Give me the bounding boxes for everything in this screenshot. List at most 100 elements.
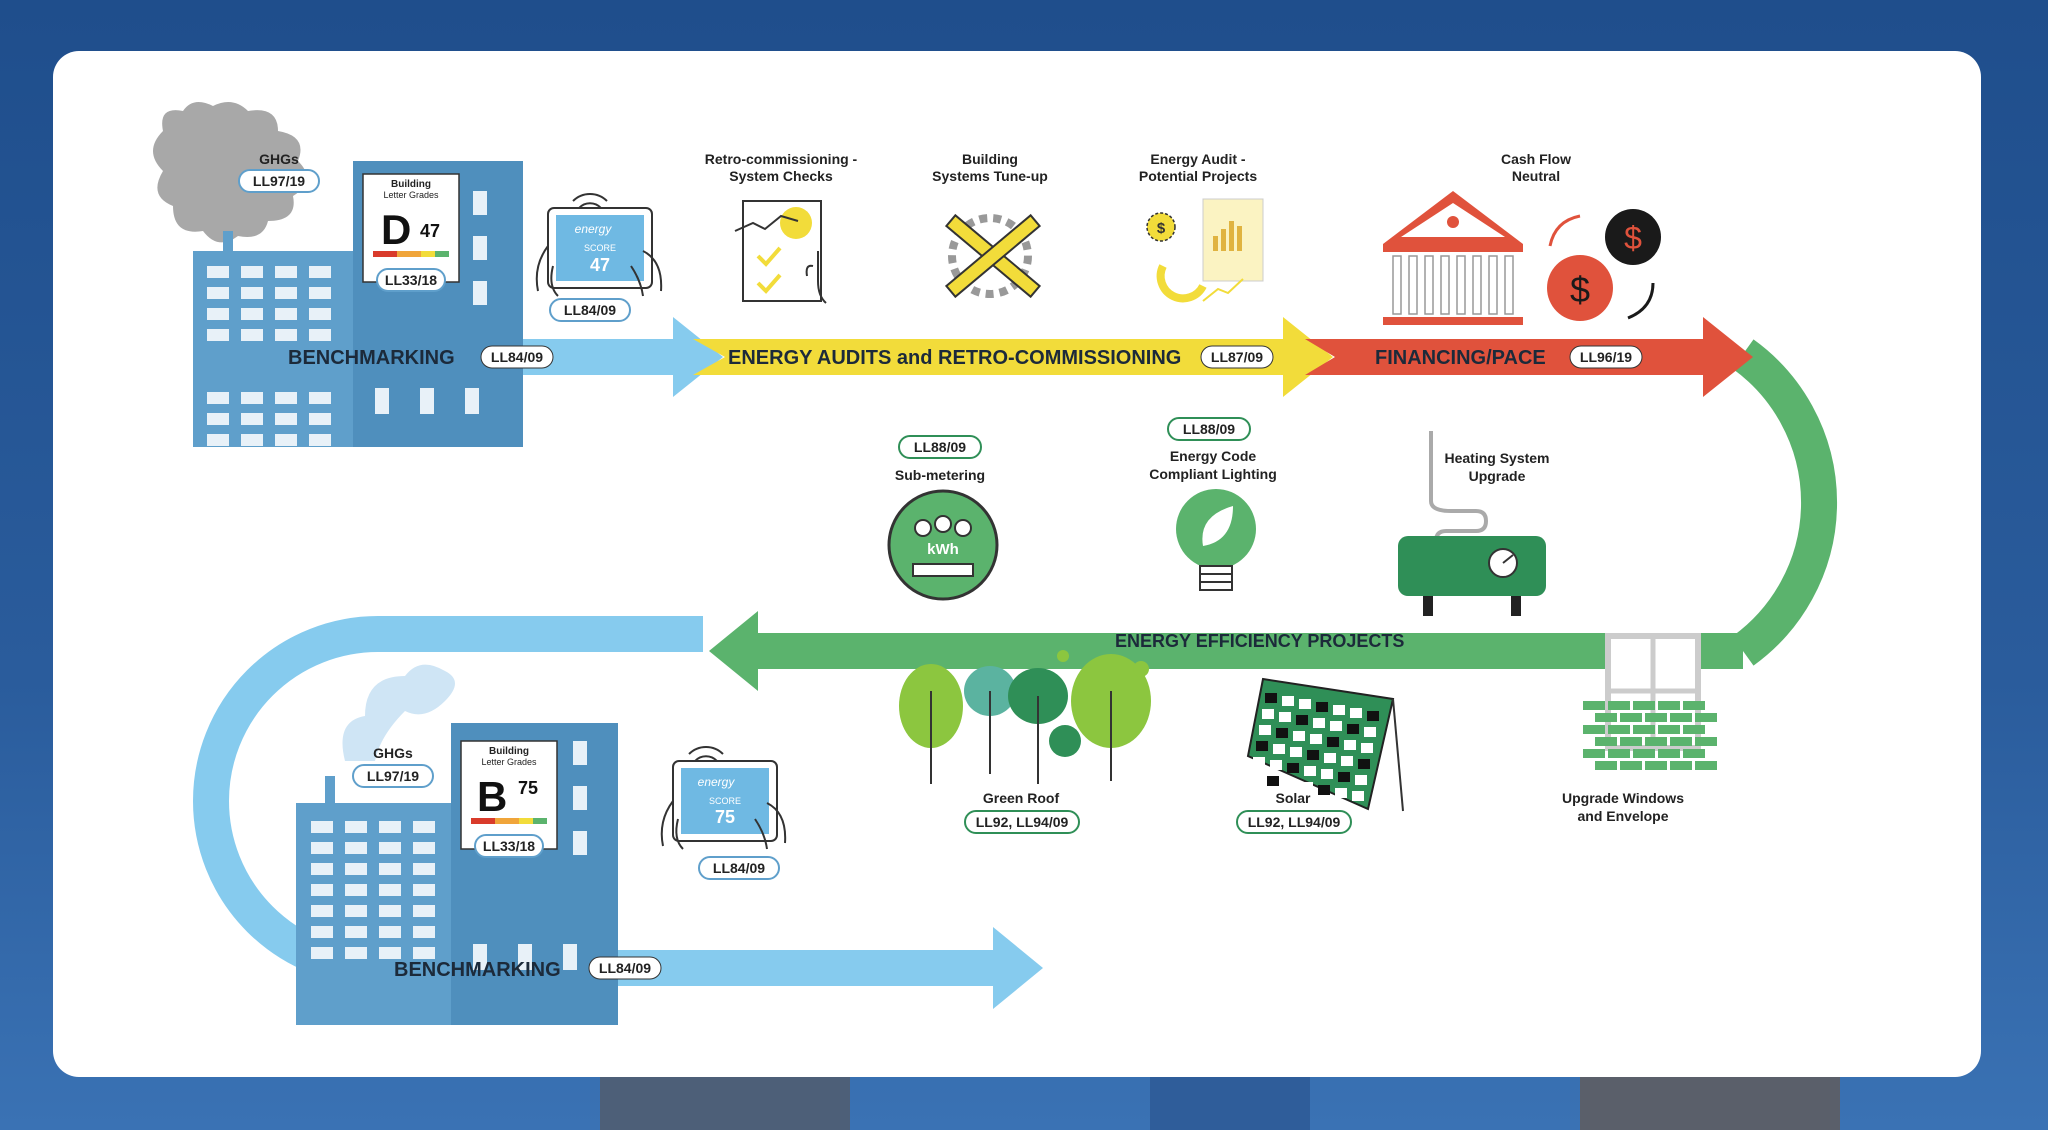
window (241, 329, 263, 341)
window (207, 413, 229, 425)
solar-cell (1330, 721, 1342, 731)
brick (1695, 761, 1717, 770)
brick (1683, 725, 1705, 734)
solar-law-badge (1236, 810, 1352, 834)
window (275, 392, 297, 404)
brick (1695, 713, 1717, 722)
window (375, 388, 389, 414)
lighting-law-badge (1167, 417, 1251, 441)
window (311, 842, 333, 854)
solar-law: LL92, LL94/09 (1248, 814, 1341, 830)
brick (1583, 749, 1605, 758)
solar-cell (1344, 740, 1356, 750)
audit-report-icon: $ (1146, 198, 1264, 303)
brick (1595, 737, 1617, 746)
window (563, 944, 577, 970)
bank-icon (1383, 191, 1523, 325)
solar-cell (1327, 737, 1339, 747)
solar-cell (1324, 753, 1336, 763)
solar-cell (1284, 779, 1296, 789)
skyline-building-1 (600, 1070, 850, 1130)
bottom-energy-star-tablet: energy SCORE 75 LL84/09 (660, 745, 787, 880)
cashflow-title-1: Cash Flow (1501, 151, 1571, 167)
window (309, 413, 331, 425)
grade-card (362, 173, 460, 283)
grade-bar-red (373, 251, 397, 257)
window (207, 434, 229, 446)
window (207, 329, 229, 341)
brick (1620, 713, 1642, 722)
bottom-right-hand-icon (754, 802, 787, 850)
left-hand-icon (535, 245, 559, 297)
svg-text:$: $ (1157, 220, 1166, 237)
grade-title-1: Building (391, 179, 431, 190)
ghg-smoke-icon (153, 102, 307, 243)
electric-meter-icon: kWh (887, 489, 999, 601)
brick (1595, 713, 1617, 722)
window (413, 821, 435, 833)
solar-cell (1270, 760, 1282, 770)
energy-star-text: energy (575, 222, 613, 236)
solar-cell (1352, 791, 1364, 801)
brick (1658, 749, 1680, 758)
green-roof-label: Green Roof (983, 790, 1060, 806)
window (379, 842, 401, 854)
svg-text:$: $ (1570, 269, 1590, 310)
bottom-grade-title-2: Letter Grades (481, 757, 537, 767)
window (413, 863, 435, 875)
solar-cell (1293, 731, 1305, 741)
bottom-ghg-law-badge (352, 764, 434, 788)
window (275, 329, 297, 341)
window (207, 287, 229, 299)
solar-cell (1253, 757, 1265, 767)
column (1440, 255, 1450, 315)
window (241, 392, 263, 404)
solar-cell (1347, 724, 1359, 734)
window (413, 926, 435, 938)
brick (1583, 701, 1605, 710)
window (241, 266, 263, 278)
diagram-card: Building Letter Grades D 47 LL33/18 GHGs… (53, 51, 1981, 1077)
window (275, 287, 297, 299)
solar-cell (1304, 766, 1316, 776)
window (518, 944, 532, 970)
solar-cell (1250, 773, 1262, 783)
audits-label: ENERGY AUDITS and RETRO-COMMISSIONING (728, 347, 1181, 369)
solar-cell (1262, 709, 1274, 719)
brick (1645, 713, 1667, 722)
window (345, 821, 367, 833)
wrench-pencil-icon (944, 213, 1042, 299)
window (473, 236, 487, 260)
bottom-building-windows (311, 741, 587, 970)
bottom-benchmarking-arrow (353, 927, 1043, 1009)
energy-roadmap-diagram: Building Letter Grades D 47 LL33/18 GHGs… (153, 102, 1837, 1025)
solar-cell (1296, 715, 1308, 725)
window (473, 191, 487, 215)
audits-arrow (693, 317, 1333, 397)
brick-wall (1583, 701, 1717, 770)
top-benchmarking-law-badge (480, 345, 554, 369)
bottom-energy-star-law-badge (698, 856, 780, 880)
audits-law-badge (1200, 345, 1274, 369)
window (413, 884, 435, 896)
solar-cell (1313, 718, 1325, 728)
window (275, 266, 297, 278)
bottom-grade-letter: B (477, 773, 507, 820)
chimney (223, 231, 233, 255)
retro-title-1: Retro-commissioning - (705, 151, 858, 167)
brick (1645, 737, 1667, 746)
bottom-grade-bar-orange (495, 818, 519, 824)
financing-law-badge (1569, 345, 1643, 369)
solar-cell (1301, 782, 1313, 792)
bottom-benchmarking-law: LL84/09 (599, 960, 651, 976)
bottom-energy-star-law: LL84/09 (713, 860, 765, 876)
bottom-benchmarking-label: BENCHMARKING (394, 959, 561, 981)
window (345, 905, 367, 917)
tuneup-title-1: Building (962, 151, 1018, 167)
brick (1595, 761, 1617, 770)
solar-cell (1259, 725, 1271, 735)
brick (1620, 761, 1642, 770)
efficiency-arrow (709, 611, 1743, 691)
bottom-ghg-law: LL97/19 (367, 768, 419, 784)
solar-cell (1256, 741, 1268, 751)
